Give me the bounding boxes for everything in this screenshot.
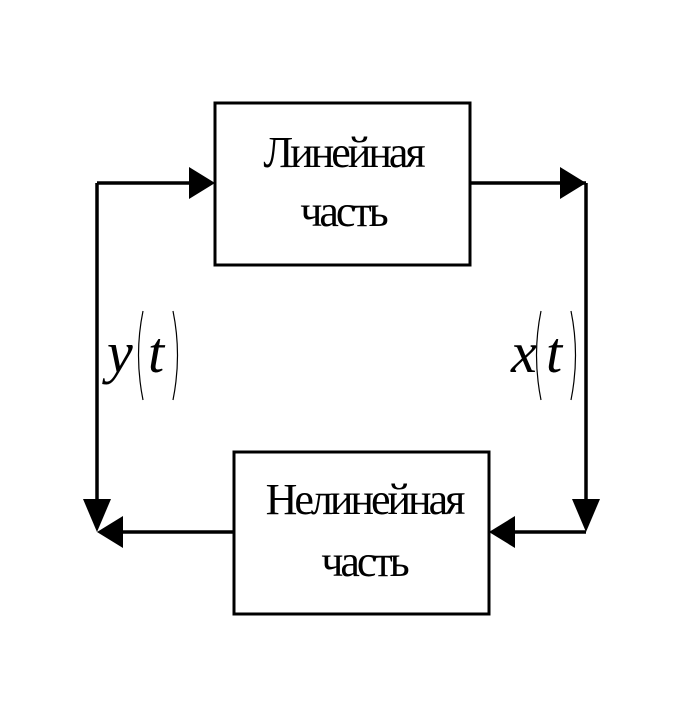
linear-part-label-line1: Линейная bbox=[263, 128, 425, 177]
signal-label-x: x t bbox=[510, 310, 577, 401]
arrow-into-linear bbox=[189, 167, 215, 199]
nonlinear-part-block: Нелинейная часть bbox=[232, 450, 491, 616]
arrow-out-linear-right bbox=[560, 167, 586, 199]
linear-part-block: Линейная часть bbox=[213, 101, 472, 267]
signal-y-open-paren bbox=[137, 310, 144, 401]
signal-y-close-paren bbox=[172, 310, 179, 401]
nonlinear-part-label-line2: часть bbox=[321, 537, 408, 586]
arrow-into-nonlinear bbox=[489, 516, 515, 548]
nonlinear-part-label-line1: Нелинейная bbox=[266, 475, 466, 524]
linear-part-label-line2: часть bbox=[300, 187, 387, 236]
signal-y-var: y bbox=[102, 320, 133, 385]
signal-label-y: y t bbox=[102, 310, 179, 401]
arrow-left-bottom bbox=[97, 516, 123, 548]
signal-y-arg: t bbox=[148, 320, 166, 385]
linear-part-box bbox=[213, 101, 472, 267]
connection-wires bbox=[95, 181, 588, 534]
signal-x-arg: t bbox=[546, 320, 564, 385]
arrow-left-down bbox=[83, 499, 111, 532]
signal-x-open-paren bbox=[535, 310, 542, 401]
signal-x-close-paren bbox=[570, 310, 577, 401]
arrowheads bbox=[83, 167, 600, 548]
arrow-right-down bbox=[572, 499, 600, 532]
signal-x-var: x bbox=[510, 320, 537, 385]
nonlinear-part-box bbox=[232, 450, 491, 616]
